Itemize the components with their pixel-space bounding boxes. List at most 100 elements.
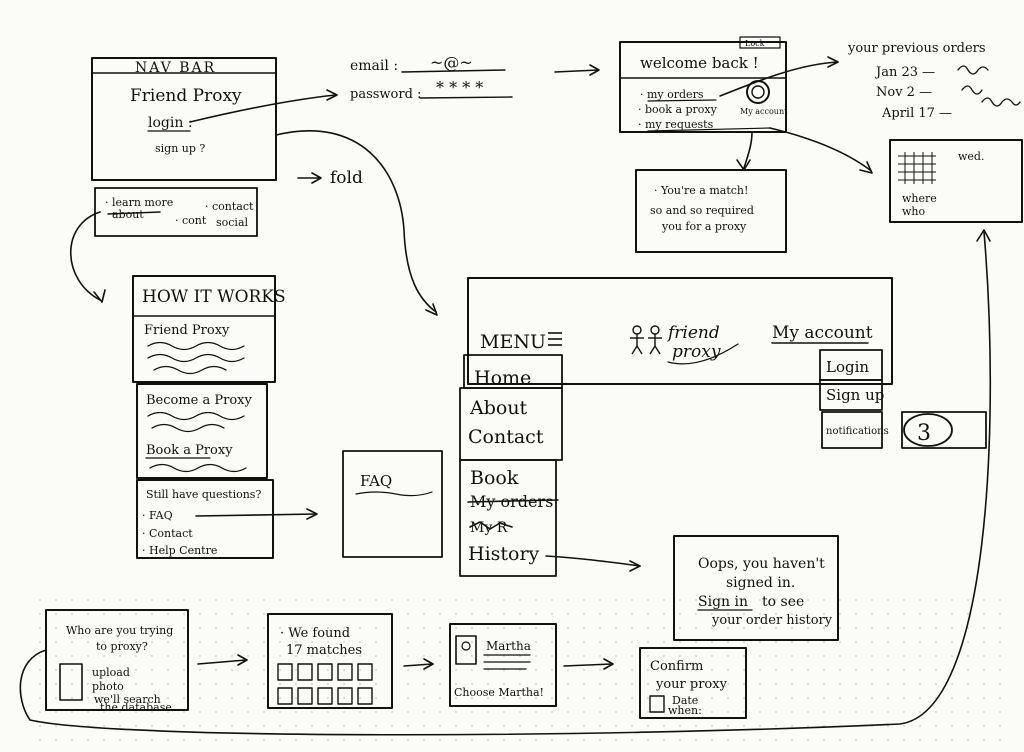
how-panel-1 [132,275,276,383]
menu-item-home[interactable]: Home [474,367,531,389]
grid-dot [999,655,1001,657]
menu-label[interactable]: MENU [480,331,546,353]
grid-dot [439,697,441,699]
grid-dot [823,599,825,601]
fold-box [94,187,258,237]
grid-dot [55,683,57,685]
match-note-line-2: so and so required [650,204,754,217]
grid-dot [711,641,713,643]
grid-dot [887,739,889,741]
calendar-day: wed. [958,150,984,163]
grid-dot [807,599,809,601]
match-thumbnail-icon[interactable] [297,687,313,705]
grid-dot [247,739,249,741]
menu-item-history[interactable]: History [468,543,540,565]
how-link-contact[interactable]: · Contact [142,527,193,540]
fold-link-learn-more[interactable]: · learn more [105,196,173,209]
order-date-2: Nov 2 — [876,85,932,100]
match-thumbnail-icon[interactable] [337,663,353,681]
grid-dot [983,683,985,685]
grid-dot [359,711,361,713]
grid-dot [375,697,377,699]
match-thumbnail-icon[interactable] [357,687,373,705]
step1-upload: upload [92,666,130,679]
grid-dot [167,669,169,671]
account-signup-box [819,379,883,411]
welcome-my-account[interactable]: My account [740,107,788,116]
account-item-signup[interactable]: Sign up [826,386,884,404]
fold-link-social[interactable]: social [216,216,249,229]
grid-dot [391,739,393,741]
grid-dot [391,725,393,727]
oops-sign-in-link[interactable]: Sign in [698,594,748,610]
grid-dot [919,683,921,685]
brand-swoosh [667,343,739,365]
fold-link-contact[interactable]: · contact [205,200,254,213]
welcome-my-requests[interactable]: · my requests [638,118,714,131]
grid-dot [103,697,105,699]
match-thumbnail-icon[interactable] [297,663,313,681]
how-squiggle-5 [151,423,225,433]
grid-dot [791,599,793,601]
welcome-book-proxy[interactable]: · book a proxy [638,103,718,116]
match-thumbnail-icon[interactable] [277,687,293,705]
grid-dot [807,739,809,741]
match-thumbnail-icon[interactable] [277,663,293,681]
menu-item-contact[interactable]: Contact [468,426,544,448]
signup-link[interactable]: sign up ? [155,142,205,155]
grid-dot [903,739,905,741]
menu-hamburger-icon[interactable] [548,332,562,346]
my-orders-strike [467,499,559,503]
grid-dot [375,627,377,629]
grid-dot [695,669,697,671]
match-thumbnail-icon[interactable] [357,663,373,681]
grid-dot [583,683,585,685]
account-item-login[interactable]: Login [826,358,869,376]
grid-dot [423,613,425,615]
grid-dot [535,613,537,615]
grid-dot [839,613,841,615]
grid-dot [471,669,473,671]
fold-link-about[interactable]: about [112,208,144,221]
grid-dot [391,599,393,601]
grid-dot [503,711,505,713]
order-squiggle-1 [957,65,989,75]
grid-dot [71,711,73,713]
account-item-notifications[interactable]: notifications [826,426,889,437]
match-thumbnail-icon[interactable] [317,687,333,705]
grid-dot [263,599,265,601]
grid-dot [343,697,345,699]
grid-dot [647,683,649,685]
grid-dot [743,711,745,713]
grid-dot [791,697,793,699]
grid-dot [247,641,249,643]
account-label[interactable]: My account [772,323,873,343]
login-link[interactable]: login : [148,115,193,131]
match-thumbnail-icon[interactable] [317,663,333,681]
grid-dot [567,613,569,615]
how-link-faq[interactable]: · FAQ [142,509,173,522]
grid-dot [839,683,841,685]
grid-dot [967,683,969,685]
fold-link-cont[interactable]: · cont [175,214,207,227]
grid-dot [695,599,697,601]
grid-dot [263,669,265,671]
grid-dot [199,697,201,699]
grid-dot [919,613,921,615]
grid-dot [759,725,761,727]
grid-dot [135,669,137,671]
welcome-my-orders[interactable]: · my orders [640,88,704,101]
grid-dot [759,613,761,615]
grid-dot [519,739,521,741]
step3-choose-button[interactable]: Choose Martha! [454,686,544,699]
grid-dot [567,739,569,741]
menu-sketch: MENU friend proxy My account Home About … [459,277,987,577]
upload-photo-icon[interactable] [59,663,83,701]
menu-item-book[interactable]: Book [470,467,519,489]
menu-item-about[interactable]: About [469,397,528,419]
how-link-help-centre[interactable]: · Help Centre [142,544,217,557]
grid-dot [711,669,713,671]
grid-dot [279,627,281,629]
flow-step-4: Confirm your proxy Date when: [639,647,747,719]
match-thumbnail-icon[interactable] [337,687,353,705]
